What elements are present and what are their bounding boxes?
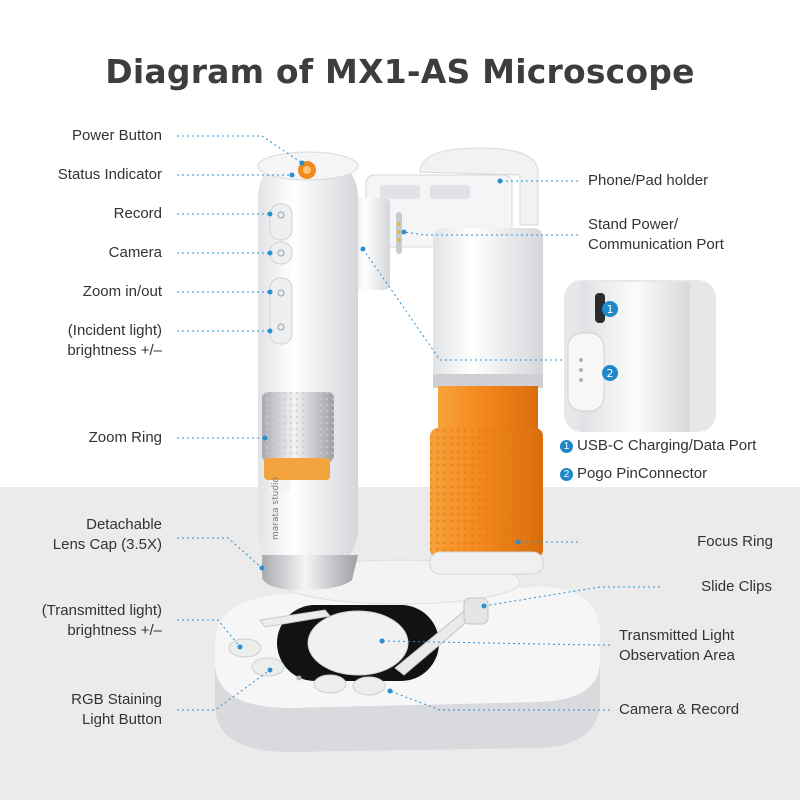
label-incident-light: (Incident light) brightness +/– — [67, 322, 162, 359]
inset-label-pogo: 2 Pogo PinConnector — [560, 464, 707, 484]
label-zoom-ring: Zoom Ring — [88, 429, 162, 446]
inset-label-usb-c-text: USB-C Charging/Data Port — [577, 437, 757, 454]
label-transmitted-light-area: Transmitted Light Observation Area — [619, 627, 735, 664]
label-stand-power-port: Stand Power/ Communication Port — [588, 216, 724, 253]
zoom-body: marata studio — [257, 151, 359, 590]
svg-text:marata studio: marata studio — [271, 476, 281, 540]
diagram-title: Diagram of MX1-AS Microscope — [105, 52, 695, 91]
label-focus-ring: Focus Ring — [697, 533, 773, 550]
label-slide-clips: Slide Clips — [701, 578, 772, 595]
base-stand — [215, 559, 600, 752]
leader-lines — [177, 135, 660, 711]
inset-label-pogo-text: Pogo PinConnector — [577, 465, 708, 482]
label-detachable-lens-cap: Detachable Lens Cap (3.5X) — [52, 516, 162, 553]
svg-text:2: 2 — [607, 367, 614, 380]
inset-label-usb-c: 1 USB-C Charging/Data Port — [560, 436, 756, 456]
label-camera: Camera — [108, 244, 162, 261]
label-zoom-in-out: Zoom in/out — [82, 283, 162, 300]
brand-logo: marata studio — [271, 476, 281, 540]
badge-1: 1 — [560, 440, 573, 453]
label-transmitted-light-brightness: (Transmitted light) brightness +/– — [41, 602, 162, 639]
badge-2: 2 — [560, 468, 573, 481]
label-record: Record — [113, 205, 162, 222]
label-phone-pad-holder: Phone/Pad holder — [588, 172, 709, 189]
port-inset: 1 2 — [564, 280, 716, 432]
leader-dots — [237, 160, 521, 694]
label-camera-record: Camera & Record — [619, 701, 740, 718]
stand-column — [352, 147, 544, 575]
label-status-indicator: Status Indicator — [57, 166, 162, 183]
label-power-button: Power Button — [71, 127, 162, 144]
label-rgb-staining: RGB Staining Light Button — [71, 691, 162, 728]
svg-text:1: 1 — [607, 303, 614, 316]
